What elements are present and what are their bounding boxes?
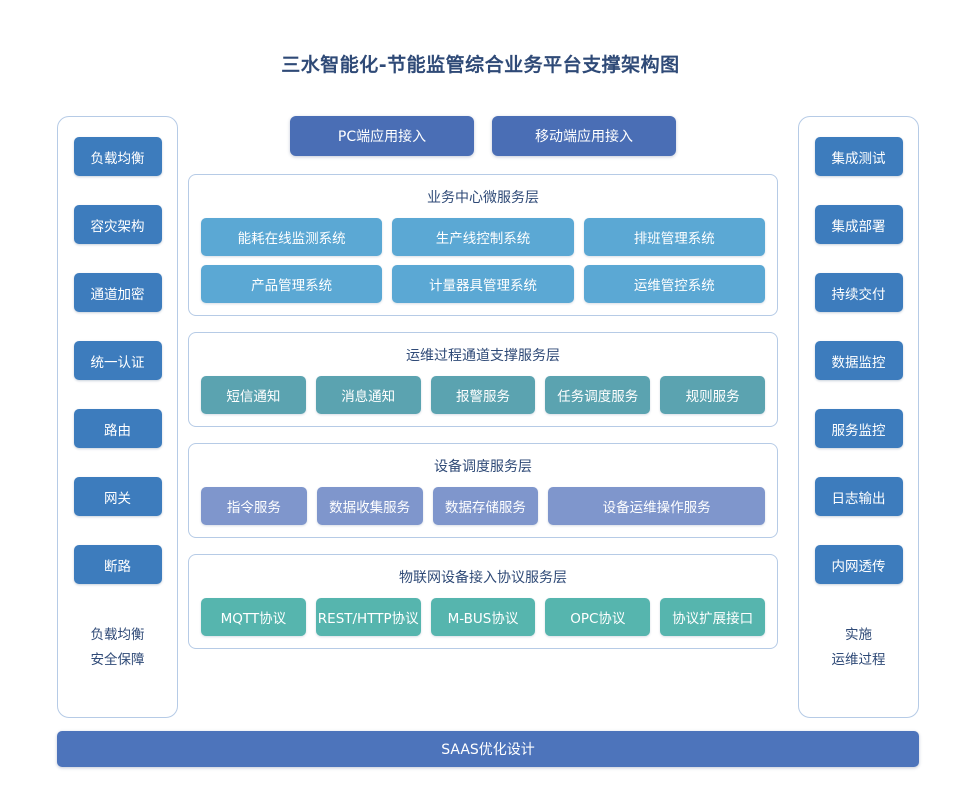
- left-item-6[interactable]: 断路: [73, 545, 162, 584]
- service-iot-0-0[interactable]: MQTT协议: [201, 598, 306, 636]
- application-access-row: PC端应用接入移动端应用接入: [188, 116, 778, 156]
- service-business-0-0[interactable]: 能耗在线监测系统: [201, 218, 383, 256]
- right-devops-column: 集成测试集成部署持续交付数据监控服务监控日志输出内网透传实施运维过程: [798, 116, 919, 718]
- service-ops-0-0[interactable]: 短信通知: [201, 376, 306, 414]
- service-device-0-1[interactable]: 数据收集服务: [316, 487, 423, 525]
- service-business-0-1[interactable]: 生产线控制系统: [392, 218, 574, 256]
- layer-business: 业务中心微服务层能耗在线监测系统生产线控制系统排班管理系统产品管理系统计量器具管…: [188, 174, 778, 316]
- layer-title-ops: 运维过程通道支撑服务层: [406, 348, 560, 364]
- right-item-6[interactable]: 内网透传: [814, 545, 903, 584]
- service-ops-0-4[interactable]: 规则服务: [660, 376, 765, 414]
- service-business-1-0[interactable]: 产品管理系统: [201, 265, 383, 303]
- left-item-3[interactable]: 统一认证: [73, 341, 162, 380]
- service-iot-0-1[interactable]: REST/HTTP协议: [315, 598, 421, 636]
- layer-ops-row-0: 短信通知消息通知报警服务任务调度服务规则服务: [201, 376, 765, 414]
- left-item-0[interactable]: 负载均衡: [73, 137, 162, 176]
- service-iot-0-4[interactable]: 协议扩展接口: [660, 598, 765, 636]
- center-stack: PC端应用接入移动端应用接入 业务中心微服务层能耗在线监测系统生产线控制系统排班…: [188, 116, 778, 718]
- right-item-3[interactable]: 数据监控: [814, 341, 903, 380]
- left-item-5[interactable]: 网关: [73, 477, 162, 516]
- page-title: 三水智能化-节能监管综合业务平台支撑架构图: [281, 54, 680, 76]
- service-layers: 业务中心微服务层能耗在线监测系统生产线控制系统排班管理系统产品管理系统计量器具管…: [188, 174, 778, 649]
- right-item-2[interactable]: 持续交付: [814, 273, 903, 312]
- left-item-1[interactable]: 容灾架构: [73, 205, 162, 244]
- right-item-0[interactable]: 集成测试: [814, 137, 903, 176]
- right-item-1[interactable]: 集成部署: [814, 205, 903, 244]
- service-device-0-3[interactable]: 设备运维操作服务: [548, 487, 766, 525]
- service-ops-0-2[interactable]: 报警服务: [430, 376, 536, 414]
- layer-ops: 运维过程通道支撑服务层短信通知消息通知报警服务任务调度服务规则服务: [188, 332, 778, 427]
- right-footer-line-1: 实施: [845, 627, 872, 643]
- left-column-footer: 负载均衡安全保障: [91, 623, 145, 673]
- layer-title-device: 设备调度服务层: [434, 459, 532, 475]
- left-item-2[interactable]: 通道加密: [73, 273, 162, 312]
- service-business-0-2[interactable]: 排班管理系统: [583, 218, 765, 256]
- layer-title-iot: 物联网设备接入协议服务层: [399, 570, 567, 586]
- left-item-4[interactable]: 路由: [73, 409, 162, 448]
- layer-device-row-0: 指令服务数据收集服务数据存储服务设备运维操作服务: [201, 487, 766, 525]
- right-column-footer: 实施运维过程: [832, 623, 886, 673]
- right-item-5[interactable]: 日志输出: [814, 477, 903, 516]
- access-button-0[interactable]: PC端应用接入: [290, 116, 474, 156]
- left-footer-line-1: 负载均衡: [90, 627, 145, 643]
- left-support-column: 负载均衡容灾架构通道加密统一认证路由网关断路负载均衡安全保障: [57, 116, 178, 718]
- right-item-4[interactable]: 服务监控: [814, 409, 903, 448]
- left-footer-line-2: 安全保障: [90, 652, 145, 668]
- layer-business-row-1: 产品管理系统计量器具管理系统运维管控系统: [201, 265, 765, 303]
- service-iot-0-2[interactable]: M-BUS协议: [430, 598, 536, 636]
- layer-title-business: 业务中心微服务层: [427, 190, 539, 206]
- access-button-1[interactable]: 移动端应用接入: [492, 116, 676, 156]
- service-business-1-2[interactable]: 运维管控系统: [583, 265, 765, 303]
- layer-device: 设备调度服务层指令服务数据收集服务数据存储服务设备运维操作服务: [188, 443, 778, 538]
- right-footer-line-2: 运维过程: [831, 652, 886, 668]
- layer-business-row-0: 能耗在线监测系统生产线控制系统排班管理系统: [201, 218, 765, 256]
- service-iot-0-3[interactable]: OPC协议: [545, 598, 651, 636]
- service-device-0-2[interactable]: 数据存储服务: [432, 487, 539, 525]
- service-device-0-0[interactable]: 指令服务: [201, 487, 307, 525]
- service-ops-0-3[interactable]: 任务调度服务: [545, 376, 651, 414]
- service-ops-0-1[interactable]: 消息通知: [315, 376, 421, 414]
- saas-optimization-bar[interactable]: SAAS优化设计: [57, 731, 919, 767]
- service-business-1-1[interactable]: 计量器具管理系统: [392, 265, 574, 303]
